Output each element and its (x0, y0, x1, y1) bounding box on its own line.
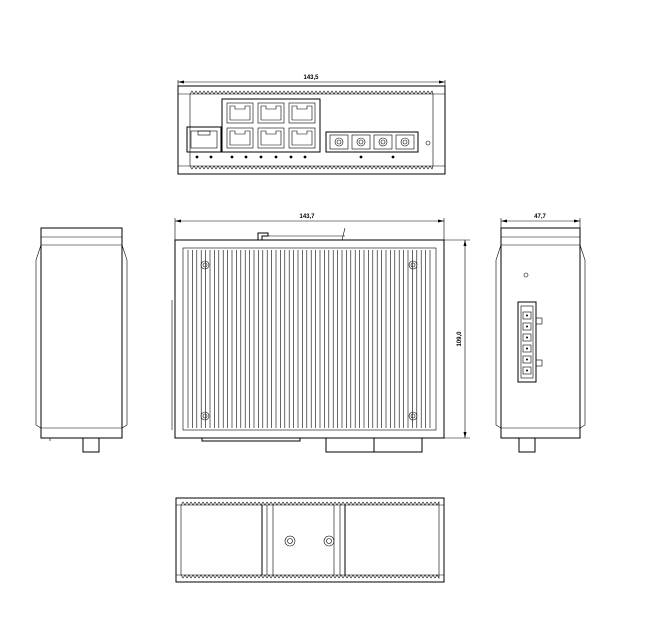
front-body (177, 85, 446, 175)
top-width-dimension: 143,7 (174, 214, 445, 240)
rj45-port (226, 127, 254, 149)
fiber-port (329, 134, 349, 150)
bottom-connector-left (325, 437, 375, 453)
main-view: 143,7 109,0 (171, 214, 470, 453)
terminal-pin (522, 333, 532, 342)
front-fins-bottom (189, 165, 434, 170)
led-dot (244, 155, 248, 159)
right-body (500, 227, 581, 439)
terminal-pin (522, 322, 532, 331)
rj45-port (226, 102, 254, 124)
led-row (195, 155, 395, 159)
fiber-port-block (325, 131, 419, 153)
rj45-port-small (186, 126, 222, 153)
bottom-connector-right (373, 437, 423, 453)
left-connector (82, 437, 100, 453)
power-terminal-block (517, 301, 543, 383)
cooling-fins (187, 250, 431, 428)
fiber-port (351, 134, 371, 150)
din-rail-mount (261, 505, 346, 575)
din-clip (257, 232, 269, 240)
rj45-port (257, 127, 285, 149)
led-indicator (425, 140, 431, 146)
height-dimension: 109,0 (444, 239, 470, 439)
front-view: 143,5 (177, 75, 446, 175)
led-dot (289, 155, 293, 159)
main-body (174, 239, 445, 439)
height-label: 109,0 (457, 331, 463, 347)
terminal-pin (522, 366, 532, 375)
rj45-port-block (221, 98, 321, 153)
depth-dimension: 47,7 (500, 214, 581, 228)
fiber-port (373, 134, 393, 150)
mounting-screws (200, 260, 418, 421)
led-dot (259, 155, 263, 159)
front-fins-top (189, 90, 434, 95)
depth-label: 47,7 (534, 214, 546, 220)
rj45-port (257, 102, 285, 124)
front-width-dimension: 143,5 (177, 75, 446, 90)
terminal-pin (522, 355, 532, 364)
bottom-fins-bottom (180, 574, 440, 579)
led-dot (303, 155, 307, 159)
bottom-body (175, 497, 445, 583)
led-dot (391, 155, 395, 159)
left-side-view (35, 227, 128, 453)
side-indicator (523, 272, 529, 278)
right-side-view: 47,7 (495, 214, 586, 453)
led-dot (209, 155, 213, 159)
terminal-pin (522, 311, 532, 320)
left-body (40, 227, 123, 439)
bottom-rail (201, 437, 301, 442)
led-dot (359, 155, 363, 159)
led-dot (230, 155, 234, 159)
bottom-fins-top (180, 501, 440, 506)
rj45-port (288, 127, 316, 149)
rj45-port (288, 102, 316, 124)
bottom-view (175, 497, 445, 583)
front-width-label: 143,5 (303, 75, 319, 81)
top-width-label: 143,7 (299, 214, 315, 220)
terminal-pin (522, 344, 532, 353)
right-connector (518, 437, 536, 453)
fiber-port (395, 134, 415, 150)
led-dot (274, 155, 278, 159)
led-dot (195, 155, 199, 159)
